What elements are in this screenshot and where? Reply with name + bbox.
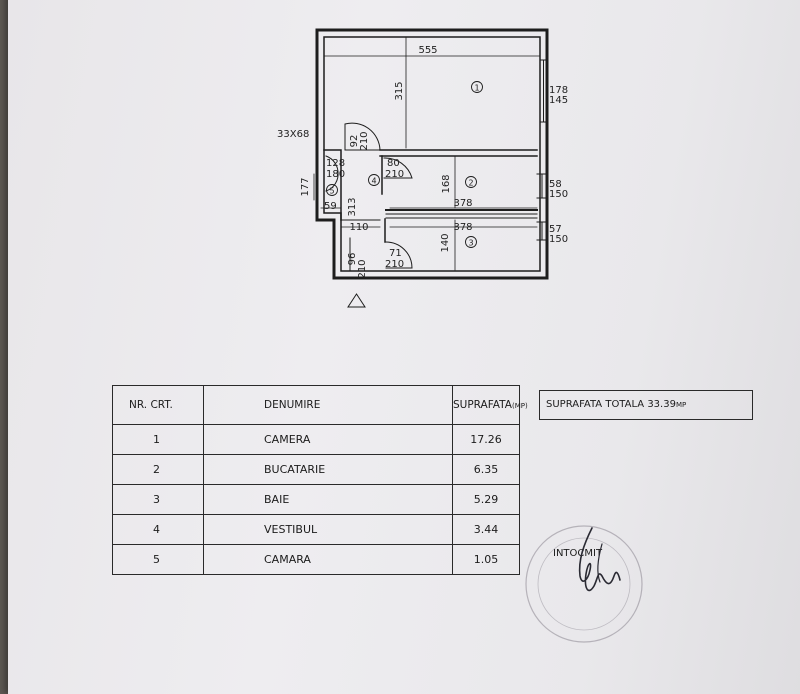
paper-sheet: 1 2 3 4 5 555 315 178 145 33X68 92 210 1… [8,0,800,694]
total-area-unit: MP [675,401,687,409]
door-arc-room3 [385,241,413,269]
table-row: 4 VESTIBUL 3.44 [112,514,520,545]
row-nr: 2 [112,454,204,485]
window-room2 [536,173,548,199]
row-area: 17.26 [452,424,520,455]
header-suprafata-label: SUPRAFATA [453,399,512,411]
room-number-1: 1 [474,84,479,93]
header-denumire: DENUMIRE [203,385,453,425]
wall-room1-room2 [379,149,538,157]
table-header-row: NR. CRT. DENUMIRE SUPRAFATA(MP) [112,385,528,425]
dim-71: 71 [389,248,402,259]
signature-scribble [578,527,621,592]
row-nr: 1 [112,424,204,455]
table-row: 2 BUCATARIE 6.35 [112,454,520,485]
header-nr-crt: NR. CRT. [112,385,204,425]
dim-313: 313 [347,197,358,216]
floor-plan: 1 2 3 4 5 555 315 178 145 33X68 92 210 1… [277,28,568,308]
row-nr: 3 [112,484,204,515]
row-area: 5.29 [452,484,520,515]
window-room3 [536,221,548,241]
dim-210-b: 210 [385,169,404,180]
dim-128: 128 [326,158,345,169]
total-area-value: 33.39 [647,399,676,410]
row-name: BUCATARIE [203,454,453,485]
dim-210-a: 210 [359,131,370,150]
room-number-2: 2 [468,179,473,188]
dim-178: 178 [549,85,568,96]
dim-378-a: 378 [453,198,472,209]
dim-80: 80 [387,158,400,169]
outer-wall [315,28,549,280]
entry-arrow-icon [347,293,366,308]
signature-label: INTOCMIT [553,548,603,559]
room-number-4: 4 [371,177,376,186]
door-arc-room2 [383,157,413,179]
row-nr: 4 [112,514,204,545]
dim-33x68: 33X68 [277,129,309,140]
dim-96: 96 [347,253,358,266]
table-row: 3 BAIE 5.29 [112,484,520,515]
room-area-table: NR. CRT. DENUMIRE SUPRAFATA(MP) 1 CAMERA… [112,385,528,575]
dim-210-c: 210 [385,259,404,270]
dim-140: 140 [440,233,451,252]
row-name: BAIE [203,484,453,515]
row-area: 3.44 [452,514,520,545]
row-name: CAMARA [203,544,453,575]
dim-58: 58 [549,179,562,190]
dim-555: 555 [418,45,437,56]
row-area: 1.05 [452,544,520,575]
header-suprafata: SUPRAFATA(MP) [452,385,528,425]
wall-vestibul-right [381,155,386,243]
dim-210-d: 210 [357,259,368,278]
row-nr: 5 [112,544,204,575]
row-area: 6.35 [452,454,520,485]
dim-315: 315 [394,81,405,100]
dim-59: 59 [324,201,337,212]
room-number-5: 5 [329,187,334,196]
dim-57: 57 [549,224,562,235]
dim-110: 110 [349,222,368,233]
dim-145: 145 [549,95,568,106]
table-row: 1 CAMERA 17.26 [112,424,520,455]
table-row: 5 CAMARA 1.05 [112,544,520,575]
stamp-and-signature [525,525,643,643]
door-arc-room1 [344,122,381,151]
total-area-label: SUPRAFATA TOTALA [546,399,645,410]
dim-150-a: 150 [549,189,568,200]
dim-177: 177 [300,177,311,196]
dim-150-b: 150 [549,234,568,245]
room-number-3: 3 [468,239,473,248]
dim-378-b: 378 [453,222,472,233]
dim-180: 180 [326,169,345,180]
dim-168: 168 [441,174,452,193]
stamp-circle [525,525,643,643]
header-suprafata-unit: (MP) [511,402,528,410]
row-name: CAMERA [203,424,453,455]
row-name: VESTIBUL [203,514,453,545]
inner-wall-outline [323,36,541,272]
dim-92: 92 [349,135,360,148]
window-room1 [539,59,548,123]
total-area-box: SUPRAFATA TOTALA 33.39MP [539,390,753,420]
